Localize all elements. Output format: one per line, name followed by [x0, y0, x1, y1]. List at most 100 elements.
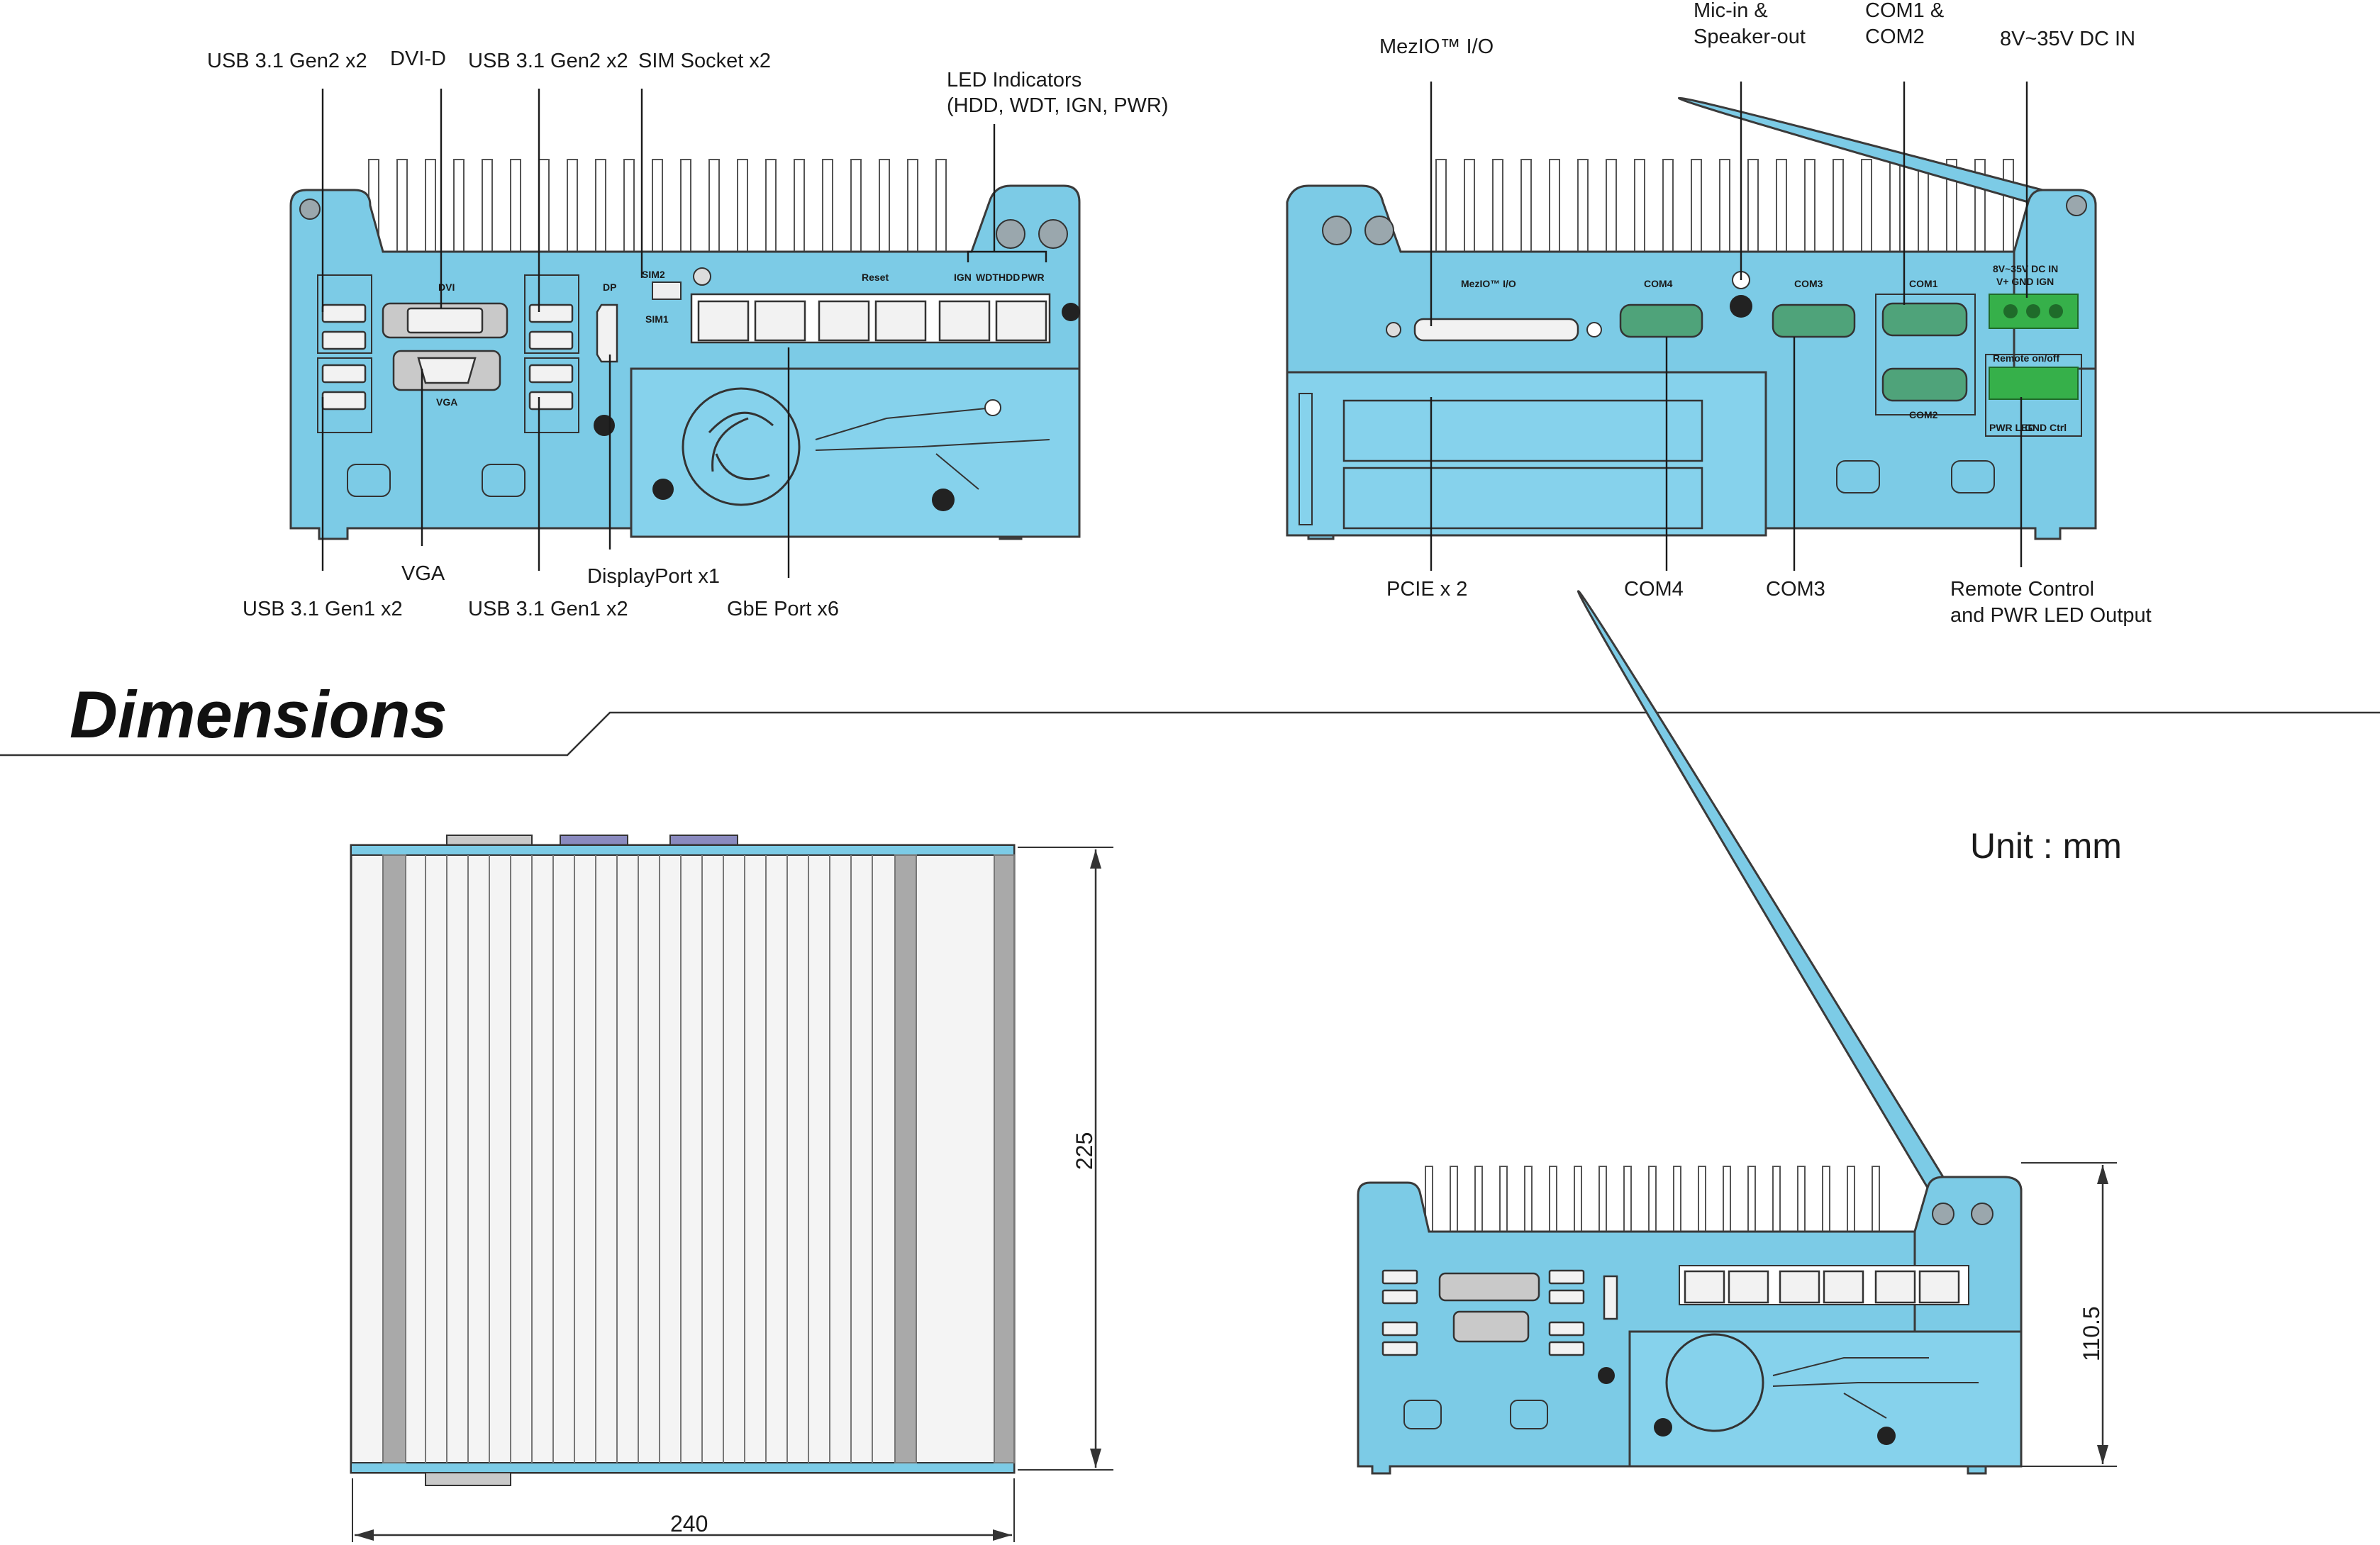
small-fan	[1665, 1333, 1764, 1432]
callout-usb-gen2-right: USB 3.1 Gen2 x2	[468, 50, 628, 72]
dvi-panel-label: DVI	[438, 281, 455, 293]
dvi-connector: DVI	[382, 281, 508, 339]
antenna-hole	[1322, 216, 1352, 245]
gnd-ctrl-panel-label: GND Ctrl	[2025, 422, 2067, 433]
callout-mic-line1: Mic-in &	[1694, 0, 1768, 22]
mount-slot	[1403, 1400, 1442, 1429]
remote-terminal: Remote on/off PWR LED GND Ctrl	[1985, 352, 2082, 437]
dimensions-header: Dimensions Unit : mm	[0, 677, 2380, 866]
small-traces	[1772, 1357, 1979, 1419]
top-view-rear-tab	[425, 1472, 511, 1486]
small-usb-ports	[1381, 1269, 1585, 1356]
vga-connector: VGA	[392, 350, 501, 408]
fan-grill	[652, 387, 1050, 511]
dc-in-panel-label: 8V~35V DC IN	[1993, 263, 2058, 274]
callout-mezio: MezIO™ I/O	[1379, 35, 1494, 58]
mount-slot	[1951, 460, 1995, 493]
mezio-connector: MezIO™ I/O	[1386, 278, 1602, 342]
usb-gen1-stack-right	[524, 357, 579, 433]
antenna-hole	[996, 219, 1025, 249]
small-knob	[1598, 1367, 1615, 1384]
antenna-hole	[1932, 1203, 1954, 1225]
com1-panel-label: COM1	[1909, 278, 1938, 289]
header-rule	[0, 711, 2380, 757]
antenna-hole	[2066, 195, 2087, 216]
top-view	[350, 835, 1016, 1486]
antenna-hole	[1364, 216, 1394, 245]
vga-panel-label: VGA	[436, 396, 457, 408]
com1-com2-connectors: COM1 COM2	[1875, 278, 1976, 420]
front-view-small-dimension: 110.5	[2021, 1162, 2117, 1467]
usb-gen2-stack-left	[317, 274, 372, 354]
usb-gen2-stack-right	[524, 274, 579, 354]
callout-led-line2: (HDD, WDT, IGN, PWR)	[947, 94, 1169, 117]
small-knob	[1877, 1427, 1896, 1445]
com2-panel-label: COM2	[1909, 409, 1938, 420]
callout-com12-line2: COM2	[1865, 26, 1925, 48]
callout-com3: COM3	[1766, 578, 1825, 601]
callout-remote-line2: and PWR LED Output	[1950, 604, 2152, 627]
gbe-port-group: Reset IGN WDT HDD PWR	[690, 272, 1051, 344]
rear-panel-view: MezIO™ I/O COM4 COM3 COM1 COM2 8V~35V DC…	[1286, 96, 2097, 540]
small-chassis-ear	[1913, 1176, 2023, 1334]
usb-gen1-stack-left	[317, 357, 372, 433]
reset-label: Reset	[862, 272, 889, 283]
small-knob	[1654, 1418, 1672, 1437]
front-callout-leaders	[321, 89, 1047, 578]
callout-displayport: DisplayPort x1	[587, 565, 720, 588]
callout-vga: VGA	[401, 562, 445, 585]
front-panel-view: DVI VGA DP SIM2 SIM1	[289, 159, 1081, 540]
callout-pcie: PCIE x 2	[1386, 578, 1467, 601]
rear-callout-leaders	[1430, 82, 2028, 571]
pwr-led-panel-label: PWR LED	[1989, 422, 2035, 433]
rear-heatsink-fins	[1435, 159, 2014, 252]
callout-com4: COM4	[1624, 578, 1684, 601]
remote-panel-label: Remote on/off	[1993, 352, 2059, 364]
mezio-panel-label: MezIO™ I/O	[1461, 278, 1516, 289]
callout-usb-gen1-left: USB 3.1 Gen1 x2	[243, 598, 403, 620]
callout-com12-line1: COM1 &	[1865, 0, 1944, 22]
com3-connector: COM3	[1772, 278, 1856, 338]
front-heatsink-fins	[368, 159, 947, 252]
antenna-hole	[1971, 1203, 1993, 1225]
front-view-small	[1357, 590, 2023, 1475]
front-callouts: USB 3.1 Gen2 x2 DVI-D USB 3.1 Gen2 x2 SI…	[207, 48, 1169, 620]
callout-dvi-d: DVI-D	[390, 48, 446, 70]
callout-dc-in: 8V~35V DC IN	[2000, 28, 2135, 50]
callout-sim-socket: SIM Socket x2	[638, 50, 771, 72]
sim2-label: SIM2	[642, 269, 665, 280]
mount-slot	[1836, 460, 1880, 493]
pwr-led-label: PWR	[1021, 272, 1045, 283]
dc-in-terminal: 8V~35V DC IN V+ GND IGN	[1989, 263, 2079, 329]
callout-gbe: GbE Port x6	[727, 598, 839, 620]
small-vga	[1452, 1310, 1530, 1343]
sim-socket: SIM2 SIM1	[642, 267, 711, 325]
small-dp	[1603, 1275, 1618, 1320]
com4-panel-label: COM4	[1644, 278, 1673, 289]
dp-panel-label: DP	[603, 281, 616, 293]
mount-slot	[347, 464, 391, 497]
antenna-hole	[299, 199, 321, 220]
top-view-rear-edge	[350, 1462, 1015, 1473]
wdt-led-label: WDT	[976, 272, 999, 283]
callout-remote-line1: Remote Control	[1950, 578, 2094, 601]
callout-mic-line2: Speaker-out	[1694, 26, 1806, 48]
width-dimension-label: 240	[670, 1511, 708, 1536]
callout-led-line1: LED Indicators	[947, 69, 1081, 91]
mount-slot	[1510, 1400, 1548, 1429]
small-lan-ports	[1684, 1270, 1960, 1304]
top-view-dimensions: 225 240	[352, 847, 1113, 1542]
unit-label: Unit : mm	[1970, 826, 2122, 866]
small-heatsink-fins	[1425, 1166, 1880, 1232]
power-button	[1062, 303, 1080, 321]
callout-usb-gen1-right: USB 3.1 Gen1 x2	[468, 598, 628, 620]
top-view-fins	[382, 854, 1015, 1463]
section-title: Dimensions	[69, 677, 447, 752]
sim1-label: SIM1	[645, 313, 669, 325]
mount-slot	[482, 464, 526, 497]
com3-panel-label: COM3	[1794, 278, 1823, 289]
height-dimension-label: 110.5	[2079, 1306, 2104, 1361]
callout-usb-gen2-left: USB 3.1 Gen2 x2	[207, 50, 367, 72]
antenna-hole	[1038, 219, 1068, 249]
